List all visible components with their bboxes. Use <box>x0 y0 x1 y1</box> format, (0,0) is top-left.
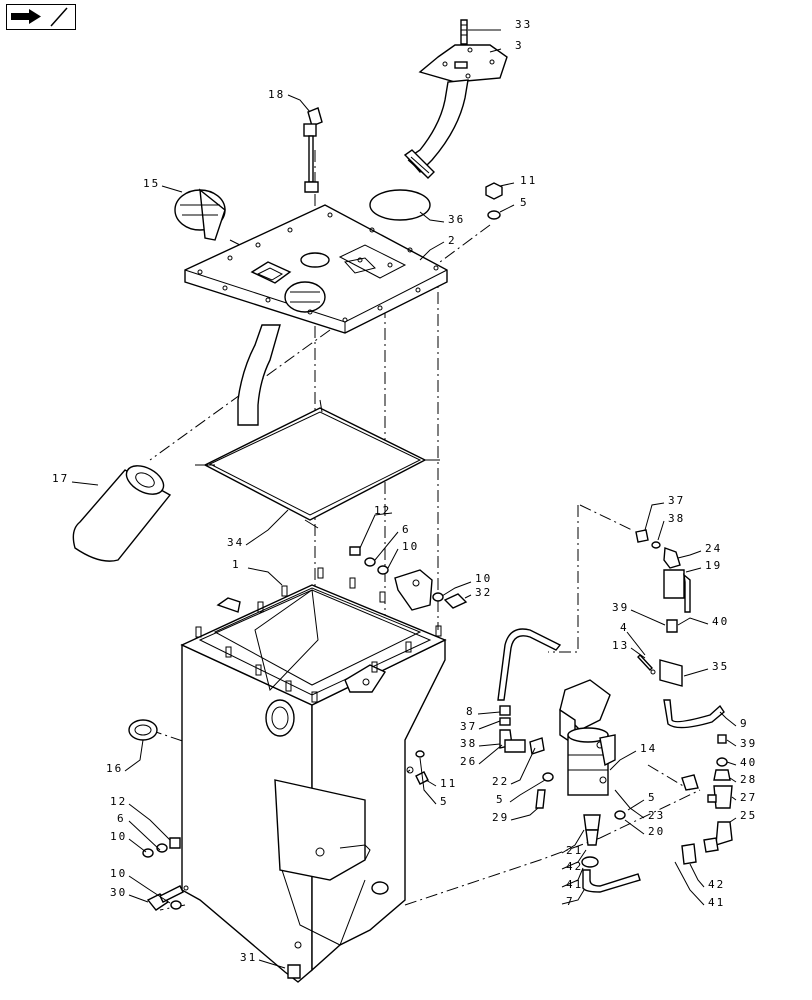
hydraulic-tank <box>180 567 447 983</box>
callout-5: 5 <box>496 793 505 806</box>
callout-12: 12 <box>374 504 391 517</box>
callout-4: 4 <box>620 621 629 634</box>
callout-16: 16 <box>106 762 123 775</box>
callout-37: 37 <box>460 720 477 733</box>
callout-10: 10 <box>110 867 127 880</box>
callout-19: 19 <box>705 559 722 572</box>
callout-37: 37 <box>668 494 685 507</box>
drain-plug <box>128 719 158 741</box>
callout-11: 11 <box>520 174 537 187</box>
callout-30: 30 <box>110 886 127 899</box>
callout-13: 13 <box>612 639 629 652</box>
callout-10: 10 <box>110 830 127 843</box>
callout-41: 41 <box>566 878 583 891</box>
callout-38: 38 <box>668 512 685 525</box>
fasteners-left <box>142 546 468 979</box>
callout-14: 14 <box>640 742 657 755</box>
callout-7: 7 <box>566 895 575 908</box>
filler-cap <box>174 188 226 241</box>
nut-washer-top <box>485 182 503 220</box>
callout-9: 9 <box>740 717 749 730</box>
callout-6: 6 <box>402 523 411 536</box>
callout-40: 40 <box>740 756 757 769</box>
callout-6: 6 <box>117 812 126 825</box>
callout-36: 36 <box>448 213 465 226</box>
callout-5: 5 <box>440 795 449 808</box>
callout-39: 39 <box>740 737 757 750</box>
callout-25: 25 <box>740 809 757 822</box>
hand-pump <box>559 679 616 796</box>
callout-10: 10 <box>475 572 492 585</box>
callout-23: 23 <box>648 809 665 822</box>
callout-15: 15 <box>143 177 160 190</box>
suction-tube <box>237 324 281 426</box>
callout-5: 5 <box>520 196 529 209</box>
callout-8: 8 <box>466 705 475 718</box>
callout-26: 26 <box>460 755 477 768</box>
callout-17: 17 <box>52 472 69 485</box>
callout-22: 22 <box>492 775 509 788</box>
forward-arrow-icon <box>11 7 68 27</box>
callout-31: 31 <box>240 951 257 964</box>
callout-12: 12 <box>110 795 127 808</box>
callout-27: 27 <box>740 791 757 804</box>
callout-21: 21 <box>566 844 583 857</box>
gasket <box>195 399 440 529</box>
breather-fitting <box>303 107 323 193</box>
fittings <box>499 529 733 868</box>
filter-element <box>72 465 172 562</box>
callout-34: 34 <box>227 536 244 549</box>
callout-labels: 33 3 18 15 11 5 36 2 17 37 38 12 6 10 24… <box>52 18 757 964</box>
callout-11: 11 <box>440 777 457 790</box>
return-pipe-assembly <box>403 19 508 179</box>
callout-33: 33 <box>515 18 532 31</box>
callout-40: 40 <box>712 615 729 628</box>
nav-forward-button[interactable] <box>6 4 76 30</box>
callout-28: 28 <box>740 773 757 786</box>
callout-29: 29 <box>492 811 509 824</box>
callout-35: 35 <box>712 660 729 673</box>
hydraulic-lines <box>497 628 725 893</box>
callout-32: 32 <box>475 586 492 599</box>
callout-18: 18 <box>268 88 285 101</box>
leader-lines <box>71 29 737 969</box>
callout-39: 39 <box>612 601 629 614</box>
tank-cover-plate <box>184 204 448 334</box>
o-ring <box>369 189 431 221</box>
callout-24: 24 <box>705 542 722 555</box>
callout-1: 1 <box>232 558 241 571</box>
callout-3: 3 <box>515 39 524 52</box>
callout-20: 20 <box>648 825 665 838</box>
callout-42: 42 <box>566 860 583 873</box>
callout-10: 10 <box>402 540 419 553</box>
callout-2: 2 <box>448 234 457 247</box>
callout-41: 41 <box>708 896 725 909</box>
callout-5: 5 <box>648 791 657 804</box>
callout-38: 38 <box>460 737 477 750</box>
callout-42: 42 <box>708 878 725 891</box>
